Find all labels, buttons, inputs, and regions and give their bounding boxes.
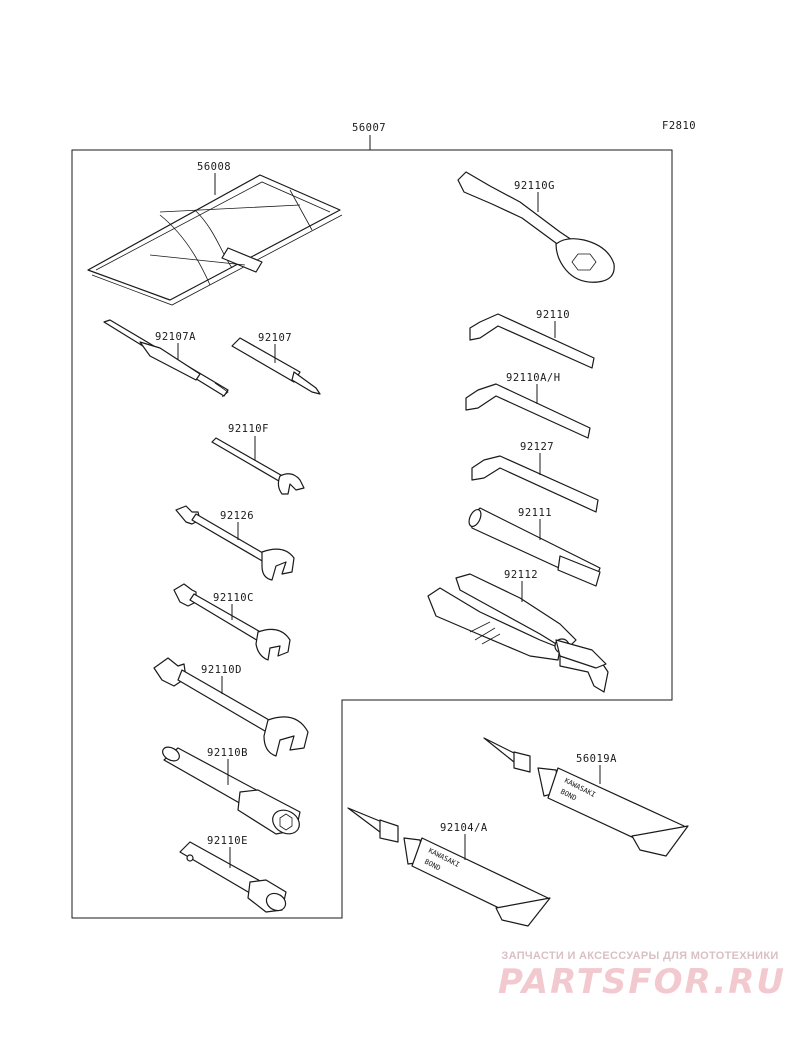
label-92110AH: 92110A/H	[506, 372, 561, 384]
hexkey-92127[interactable]	[471, 455, 599, 513]
label-56019A: 56019A	[576, 753, 617, 765]
label-92110: 92110	[536, 309, 570, 321]
label-92107: 92107	[258, 332, 292, 344]
watermark-logo: PARTSFOR.RU	[497, 962, 787, 1002]
spanner-92110G[interactable]	[457, 171, 615, 283]
pliers-92112[interactable]	[427, 573, 609, 693]
screwdriver-92107A[interactable]	[103, 319, 229, 398]
screwdriver-92107[interactable]	[231, 337, 321, 395]
label-92107A: 92107A	[155, 331, 196, 343]
socket-92110E[interactable]	[179, 841, 289, 914]
label-92127: 92127	[520, 441, 554, 453]
bond-tube-56019A[interactable]: KAWASAKI BOND	[483, 737, 689, 857]
kit-frame	[71, 149, 673, 919]
hexkey-92110AH[interactable]	[465, 383, 591, 439]
bar-92111[interactable]	[467, 507, 601, 587]
label-56008: 56008	[197, 161, 231, 173]
label-92104A: 92104/A	[440, 822, 488, 834]
wrench-92110F[interactable]	[211, 437, 305, 495]
hexkey-92110[interactable]	[469, 313, 595, 369]
tool-bag-56008[interactable]	[87, 174, 343, 306]
label-92110B: 92110B	[207, 747, 248, 759]
wrench-92110D[interactable]	[153, 657, 309, 757]
label-92111: 92111	[518, 507, 552, 519]
label-92110G: 92110G	[514, 180, 555, 192]
label-92110E: 92110E	[207, 835, 248, 847]
socket-92110B[interactable]	[160, 744, 303, 838]
figure-code: F2810	[662, 120, 696, 132]
label-92110F: 92110F	[228, 423, 269, 435]
bond-tube-92104A[interactable]: KAWASAKI BOND	[347, 807, 551, 927]
label-92110D: 92110D	[201, 664, 242, 676]
label-56007: 56007	[352, 122, 386, 134]
wrench-92110C[interactable]	[173, 583, 291, 661]
watermark-tagline: ЗАПЧАСТИ И АКСЕССУАРЫ ДЛЯ МОТОТЕХНИКИ	[501, 950, 779, 962]
label-92110C: 92110C	[213, 592, 254, 604]
label-92112: 92112	[504, 569, 538, 581]
wrench-92126[interactable]	[175, 505, 295, 581]
label-92126: 92126	[220, 510, 254, 522]
